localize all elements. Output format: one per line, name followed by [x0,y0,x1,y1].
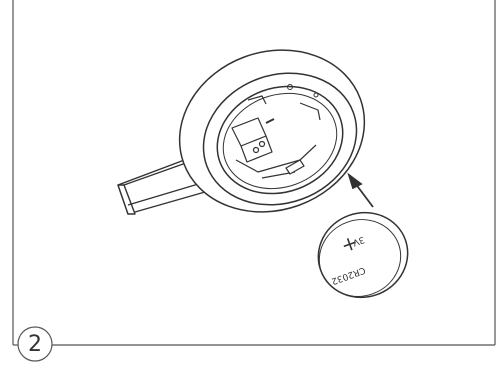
device-housing [157,25,388,238]
step-number: 2 [18,327,52,361]
insert-arrow [349,175,373,207]
coin-cell-battery: + 3V CR2032 [306,200,419,310]
